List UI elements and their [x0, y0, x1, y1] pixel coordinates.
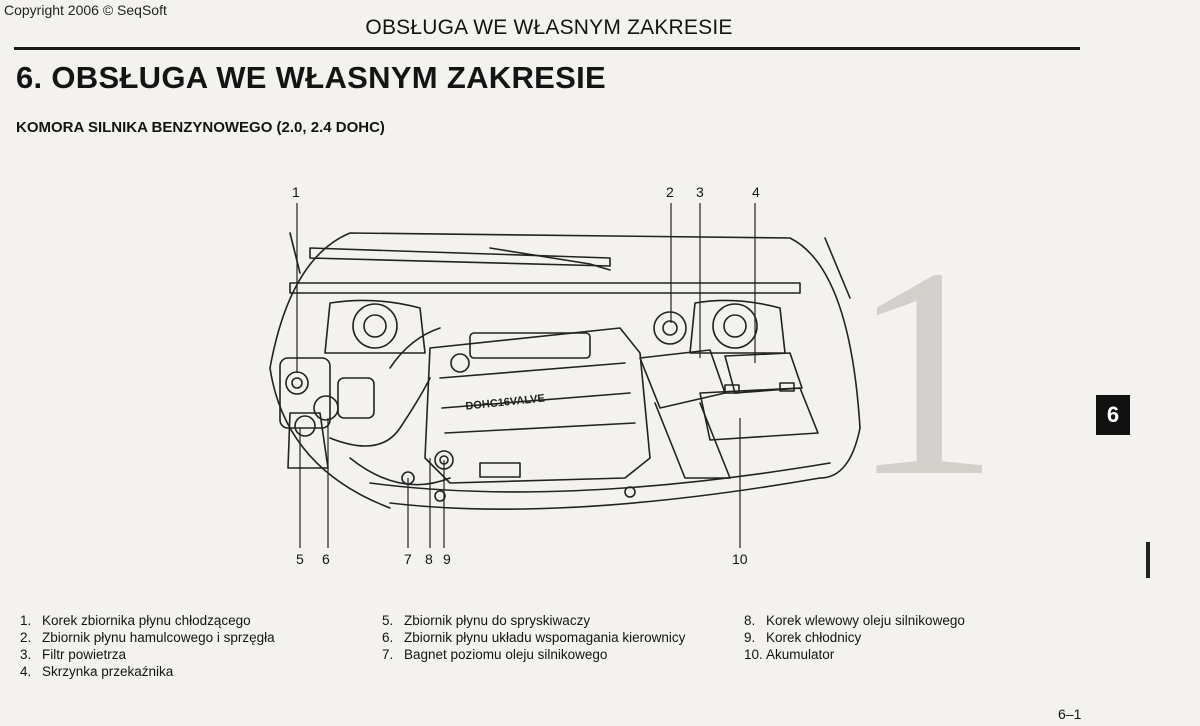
callout-8: 8	[425, 551, 433, 567]
legend-item: 1.Korek zbiornika płynu chłodzącego	[20, 613, 251, 628]
legend-item: 10.Akumulator	[744, 647, 835, 662]
header-rule	[14, 47, 1080, 50]
copyright-notice: Copyright 2006 © SeqSoft	[4, 2, 167, 18]
chapter-tab-marker: 6	[1096, 395, 1130, 435]
callout-1: 1	[292, 184, 300, 200]
callout-7: 7	[404, 551, 412, 567]
engine-bay-diagram: DOHC16VALVE	[269, 203, 861, 548]
callout-3: 3	[696, 184, 704, 200]
page-number: 6–1	[1058, 706, 1082, 722]
legend-item: 2.Zbiornik płynu hamulcowego i sprzęgła	[20, 630, 275, 645]
callout-9: 9	[443, 551, 451, 567]
section-subtitle: KOMORA SILNIKA BENZYNOWEGO (2.0, 2.4 DOH…	[16, 119, 385, 136]
callout-5: 5	[296, 551, 304, 567]
legend-item: 6.Zbiornik płynu układu wspomagania kier…	[382, 630, 686, 645]
callout-10: 10	[732, 551, 748, 567]
legend-item: 8.Korek wlewowy oleju silnikowego	[744, 613, 965, 628]
running-header: OBSŁUGA WE WŁASNYM ZAKRESIE	[365, 16, 733, 39]
legend-item: 4.Skrzynka przekaźnika	[20, 664, 174, 679]
legend-column-1: 1.Korek zbiornika płynu chłodzącego 2.Zb…	[20, 612, 275, 680]
callout-4: 4	[752, 184, 760, 200]
chapter-title: 6. OBSŁUGA WE WŁASNYM ZAKRESIE	[16, 60, 606, 95]
callout-2: 2	[666, 184, 674, 200]
legend-item: 7.Bagnet poziomu oleju silnikowego	[382, 647, 608, 662]
legend-item: 3.Filtr powietrza	[20, 647, 127, 662]
legend-column-3: 8.Korek wlewowy oleju silnikowego 9.Kore…	[744, 612, 965, 663]
legend-column-2: 5.Zbiornik płynu do spryskiwaczy 6.Zbior…	[382, 612, 712, 663]
bleed-through-large-digit: 1	[850, 206, 1000, 538]
engine-label: DOHC16VALVE	[465, 392, 545, 412]
callout-6: 6	[322, 551, 330, 567]
legend-item: 9.Korek chłodnicy	[744, 630, 862, 645]
page-edge-mark	[1146, 542, 1150, 578]
legend-item: 5.Zbiornik płynu do spryskiwaczy	[382, 613, 591, 628]
